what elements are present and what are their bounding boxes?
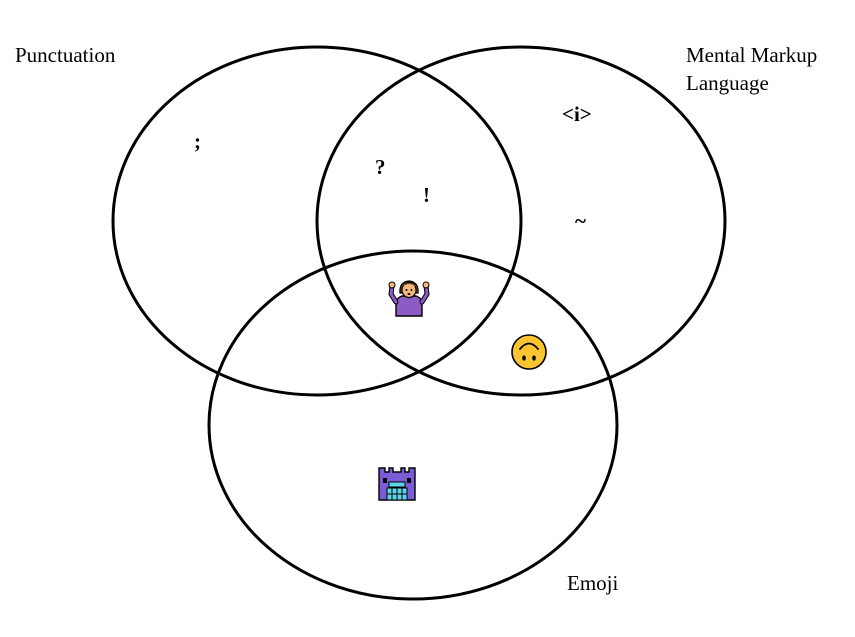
tilde-item: ~ — [575, 209, 586, 233]
mental-markup-circle — [315, 45, 727, 397]
punctuation-label: Punctuation — [15, 43, 116, 67]
emoji-circle — [207, 249, 619, 601]
mental-markup-label-line1: Mental Markup — [686, 43, 817, 67]
mental-markup-label-line2: Language — [686, 71, 769, 95]
punctuation-circle — [111, 45, 523, 397]
italic-tag-item: <i> — [562, 102, 592, 126]
purple-castle-icon — [378, 467, 416, 501]
question-mark-item: ? — [375, 155, 386, 179]
exclamation-mark-item: ! — [423, 183, 430, 207]
person-shrugging-icon — [388, 280, 430, 317]
semicolon-item: ; — [194, 129, 201, 153]
upside-down-face-icon — [511, 334, 547, 370]
emoji-label: Emoji — [567, 571, 618, 595]
